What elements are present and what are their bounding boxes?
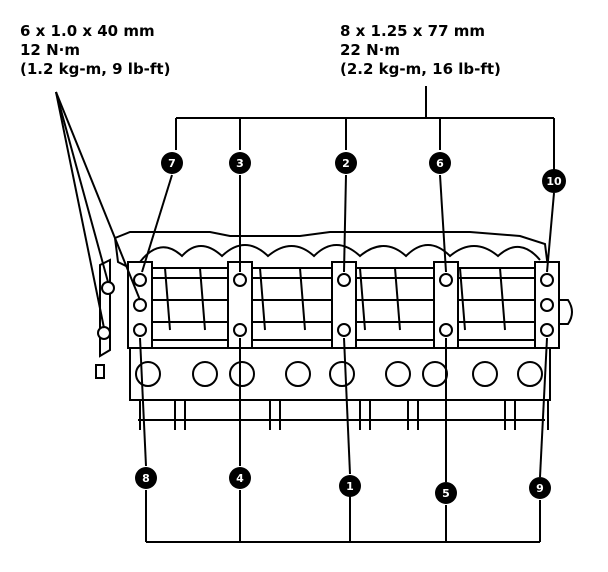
bottom-leaders	[139, 337, 548, 482]
callout-6: 6	[429, 152, 451, 174]
callout-3: 3	[229, 152, 251, 174]
bottom-callouts: 8 4 1 5 9	[135, 467, 551, 504]
small-bolt-torque-alt: (1.2 kg-m, 9 lb-ft)	[20, 60, 171, 78]
callout-1: 1	[339, 475, 361, 497]
top-bracket	[175, 86, 555, 170]
svg-text:7: 7	[168, 157, 176, 170]
small-bolt-leaders	[55, 91, 141, 329]
callout-5: 5	[435, 482, 457, 504]
svg-text:2: 2	[342, 157, 350, 170]
svg-text:10: 10	[546, 175, 562, 188]
top-callouts: 7 3 2 6 10	[161, 152, 566, 193]
callout-2: 2	[335, 152, 357, 174]
svg-text:4: 4	[236, 472, 244, 485]
svg-text:9: 9	[536, 482, 544, 495]
top-leaders	[141, 174, 555, 273]
svg-text:8: 8	[142, 472, 150, 485]
svg-text:6: 6	[436, 157, 444, 170]
callout-10: 10	[542, 169, 566, 193]
callout-9: 9	[529, 477, 551, 499]
main-bolt-torque-alt: (2.2 kg-m, 16 lb-ft)	[340, 60, 501, 78]
callout-4: 4	[229, 467, 251, 489]
callout-7: 7	[161, 152, 183, 174]
main-bolt-torque: 22 N·m	[340, 41, 400, 59]
bolt-heads	[97, 273, 554, 340]
small-bolt-torque: 12 N·m	[20, 41, 80, 59]
main-bolt-spec: 8 x 1.25 x 77 mm 22 N·m (2.2 kg-m, 16 lb…	[340, 22, 501, 79]
small-bolt-spec: 6 x 1.0 x 40 mm 12 N·m (1.2 kg-m, 9 lb-f…	[20, 22, 170, 79]
svg-text:1: 1	[346, 480, 354, 493]
svg-text:3: 3	[236, 157, 244, 170]
callout-8: 8	[135, 467, 157, 489]
svg-text:5: 5	[442, 487, 450, 500]
small-bolt-size: 6 x 1.0 x 40 mm	[20, 22, 155, 40]
main-bolt-size: 8 x 1.25 x 77 mm	[340, 22, 486, 40]
bottom-bracket	[145, 490, 541, 543]
